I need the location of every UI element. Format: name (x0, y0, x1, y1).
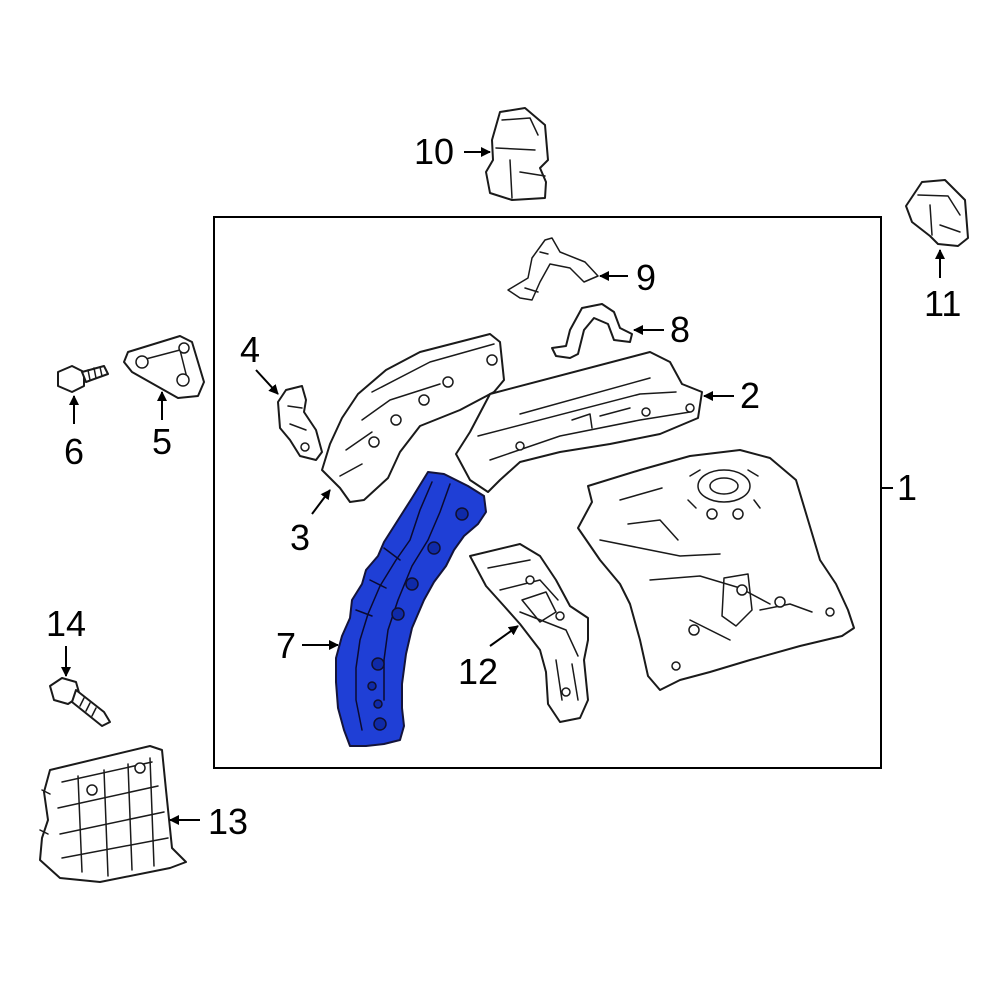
callout-7: 7 (276, 625, 296, 666)
part-7-hole (367, 681, 377, 691)
assembly-frame (213, 216, 882, 769)
callout-13: 13 (208, 801, 248, 842)
callout-8: 8 (670, 309, 690, 350)
callout-4: 4 (240, 329, 260, 370)
callout-12: 12 (458, 651, 498, 692)
callout-1: 1 (897, 467, 917, 508)
part-6-bolt[interactable] (57, 365, 109, 393)
leader-arrows (61, 147, 945, 825)
part-8[interactable] (551, 303, 633, 359)
part-13[interactable] (39, 745, 187, 883)
part-4[interactable] (277, 385, 323, 461)
callout-3: 3 (290, 517, 310, 558)
part-2[interactable] (455, 351, 703, 493)
part-7-hole (427, 541, 441, 555)
part-10[interactable] (485, 107, 549, 201)
part-3[interactable] (321, 333, 505, 503)
callout-14: 14 (46, 603, 86, 644)
callout-9: 9 (636, 257, 656, 298)
callout-5: 5 (152, 421, 172, 462)
callout-10: 10 (414, 131, 454, 172)
part-5[interactable] (123, 335, 205, 399)
callout-6: 6 (64, 431, 84, 472)
part-7-hole (371, 657, 385, 671)
part-7-highlighted[interactable] (335, 471, 487, 747)
part-11[interactable] (905, 179, 969, 247)
part-7-hole (373, 699, 383, 709)
part-7-hole (391, 607, 405, 621)
part-7-hole (455, 507, 469, 521)
callout-11: 11 (924, 283, 961, 324)
part-14-bolt[interactable] (49, 677, 111, 727)
part-12[interactable] (469, 543, 589, 723)
part-7-hole (373, 717, 387, 731)
callout-2: 2 (740, 375, 760, 416)
part-9[interactable] (507, 237, 599, 301)
part-7-hole (405, 577, 419, 591)
part-1[interactable] (577, 449, 855, 691)
